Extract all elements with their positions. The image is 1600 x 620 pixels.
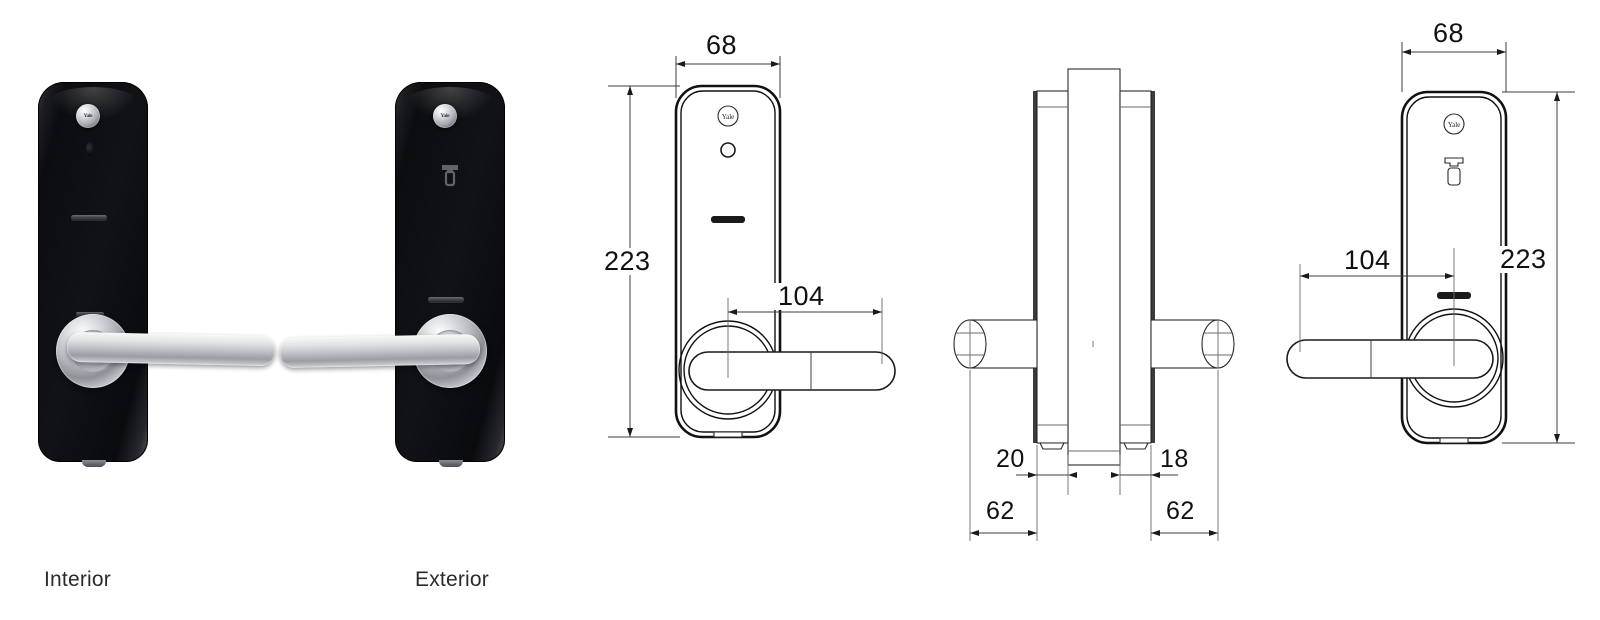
exterior-caption: Exterior [415,568,489,591]
interior-lever-handle [66,331,276,367]
interior-lock-photo: Yale [20,72,276,472]
dim-lever-104-interior: 104 [1340,247,1395,274]
interior-keyhole [86,142,93,156]
svg-text:Yale: Yale [1448,121,1461,129]
dim-depth-18-side: 18 [1156,447,1193,472]
exterior-led-slot [428,297,464,302]
dim-width-68-interior: 68 [1429,20,1469,47]
dim-lever-62-left: 62 [982,499,1019,524]
svg-text:Yale: Yale [722,113,735,121]
dim-height-223-front: 223 [600,248,655,275]
yale-logo-text: Yale [83,113,93,119]
front-elevation-drawing: Yale 68 223 104 [590,30,910,490]
dim-lever-104-front: 104 [774,283,829,310]
yale-logo-text-exterior: Yale [440,113,450,119]
yale-logo-badge-exterior: Yale [433,104,457,128]
dim-depth-20-side: 20 [992,447,1029,472]
dim-lever-62-right: 62 [1162,499,1199,524]
card-reader-icon [436,160,464,190]
interior-caption: Interior [44,568,111,591]
interior-led-slot [71,215,107,220]
dim-height-223-interior: 223 [1496,246,1551,273]
interior-bottom-nub [82,460,106,467]
dim-width-68-front: 68 [702,32,742,59]
interior-escutcheon: Yale [34,78,152,467]
side-section-drawing: 20 18 62 62 [930,55,1235,545]
yale-logo-badge: Yale [76,104,100,128]
exterior-lock-photo: Yale [279,72,535,472]
exterior-lever-handle [279,333,481,369]
exterior-bottom-nub [439,460,463,467]
exterior-escutcheon: Yale [391,78,509,467]
interior-elevation-drawing: Yale 68 223 104 [1245,18,1600,488]
